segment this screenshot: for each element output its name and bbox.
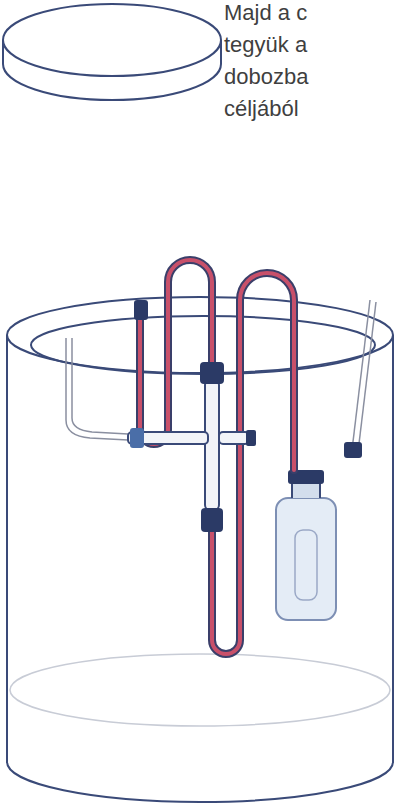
instruction-text: céljából xyxy=(224,96,299,122)
lid xyxy=(3,4,221,100)
connectors xyxy=(128,300,362,532)
instruction-text: Majd a c xyxy=(224,0,307,26)
red-tubing xyxy=(140,260,294,654)
instruction-text: tegyük a xyxy=(224,32,307,58)
thin-tube xyxy=(66,300,376,452)
container-body xyxy=(7,297,393,802)
instruction-text: dobozba xyxy=(224,64,308,90)
bottle xyxy=(276,470,336,620)
